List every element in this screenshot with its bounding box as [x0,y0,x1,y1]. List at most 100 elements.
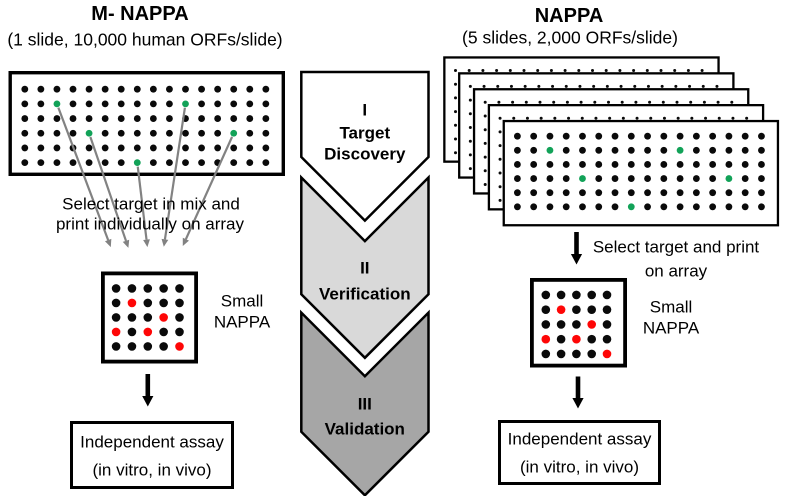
nappa-slide-dot [562,203,570,211]
mnappa-slide-dot [37,100,45,108]
nappa-small-array-dot [572,305,581,314]
nappa-slide-mini-dot [578,84,582,88]
nappa-slide-mini-dot [498,185,502,189]
nappa-slide-mini-dot [551,84,555,88]
nappa-slide-dot [579,132,586,140]
nappa-slide-dot [725,161,733,168]
nappa-slide-mini-dot [523,84,527,88]
mnappa-slide-dot [214,115,222,122]
nappa-slide-dot [692,132,700,140]
mnappa-slide-dot [117,159,125,167]
mnappa-small-array-dot [111,298,121,308]
mnappa-small-array-dot [159,327,168,337]
nappa-slide-dot [676,175,684,182]
nappa-slide-mini-dot [468,126,472,129]
mnappa-select-note-line2: print individually on array [55,214,245,233]
mnappa-small-array-dot [111,342,121,351]
nappa-slide-dot [611,203,619,211]
nappa-slide-mini-dot [482,84,486,88]
nappa-slide-dot [530,203,538,211]
nappa-small-array-dot [602,320,612,329]
mnappa-small-array-dot [127,313,137,322]
nappa-slide-dot [611,132,619,140]
mnappa-slide-dot [246,129,254,137]
nappa-slide-dot [579,146,586,154]
mnappa-slide-dot [117,115,125,122]
nappa-slide-mini-dot [673,69,677,72]
nappa-slide-mini-dot [497,100,501,104]
mnappa-slide-dot [149,100,157,108]
nappa-slide-dot [546,161,554,168]
mnappa-small-array-dot [127,284,137,293]
nappa-slide-dot [530,132,538,140]
select-arrow [89,136,128,242]
mnappa-small-label-line1: Small [220,291,264,311]
mnappa-slide-dot [133,115,141,122]
mnappa-slide-dot [21,100,29,108]
nappa-slide-mini-dot [700,69,704,72]
mnappa-slide-dot [133,100,141,108]
mnappa-slide-dot [117,100,125,108]
nappa-slide-mini-dot [467,69,471,72]
funnel-step3-shape [300,309,430,496]
mnappa-slide-dot [85,159,93,167]
mnappa-slide-dot [149,144,157,152]
nappa-slide-mini-dot [498,171,502,175]
mnappa-slide-dot [69,100,77,108]
nappa-slide-dot [741,203,749,211]
mnappa-small-array-dot [143,298,153,308]
nappa-slide-mini-dot [676,116,680,120]
funnel-step2-numeral: II [360,258,370,278]
mnappa-slide-dot [85,144,93,152]
mnappa-slide-dot [101,159,109,167]
nappa-small-array-highlight-dot [572,334,581,344]
mnappa-slide-dot [262,85,270,93]
nappa-slide-mini-dot [635,116,639,120]
mnappa-slide-dot [246,115,254,122]
nappa-slide-dot [660,203,668,211]
nappa-slide-dot [530,189,538,197]
nappa-small-array-highlight-dot [587,320,596,329]
nappa-slide-dot [660,175,668,182]
nappa-slide-dot [530,175,538,182]
nappa-slide-dot [725,189,733,197]
nappa-slide-dot [627,175,635,182]
nappa-slide-mini-dot [730,100,734,104]
nappa-slide-mini-dot [509,84,513,88]
nappa-slide-mini-dot [607,100,610,104]
nappa-slide-dot [758,146,765,154]
mnappa-small-array-dot [127,342,137,351]
nappa-slide-dot [611,189,619,197]
mnappa-slide-highlight-dot [133,159,141,167]
nappa-small-array-dot [572,349,581,359]
mnappa-slide-highlight-dot [230,129,238,137]
nappa-slide-dot [676,132,684,140]
nappa-slide-dot [692,189,700,197]
nappa-slide-dot [514,161,521,168]
nappa-slide-dot [514,189,521,197]
mnappa-small-array-dot [143,313,153,322]
mnappa-slide-dot [101,100,109,108]
mnappa-slide-dot [101,144,109,152]
mnappa-slide-dot [117,85,125,93]
mnappa-slide-dot [101,115,109,122]
funnel-step3-label: Validation [324,419,405,439]
nappa-slide-mini-dot [525,116,529,120]
mnappa-slide-dot [149,129,157,137]
nappa-slide-dot [514,146,521,154]
mnappa-slide-dot [69,129,77,137]
nappa-title: NAPPA [534,5,604,27]
nappa-slide-mini-dot [508,69,512,72]
nappa-small-array-dot [587,305,596,314]
mnappa-slide-dot [53,85,61,93]
mnappa-slide-dot [230,159,238,167]
mnappa-slide-dot [133,144,141,152]
nappa-slide-mini-dot [483,169,487,173]
select-arrow [184,136,234,240]
nappa-slide-mini-dot [468,139,472,143]
nappa-slide-dot [627,189,635,197]
mnappa-slide-dot [101,129,109,137]
mnappa-slide-dot [198,129,205,137]
mnappa-subtitle: (1 slide, 10,000 human ORFs/slide) [7,29,283,50]
mnappa-slide-dot [230,100,238,108]
